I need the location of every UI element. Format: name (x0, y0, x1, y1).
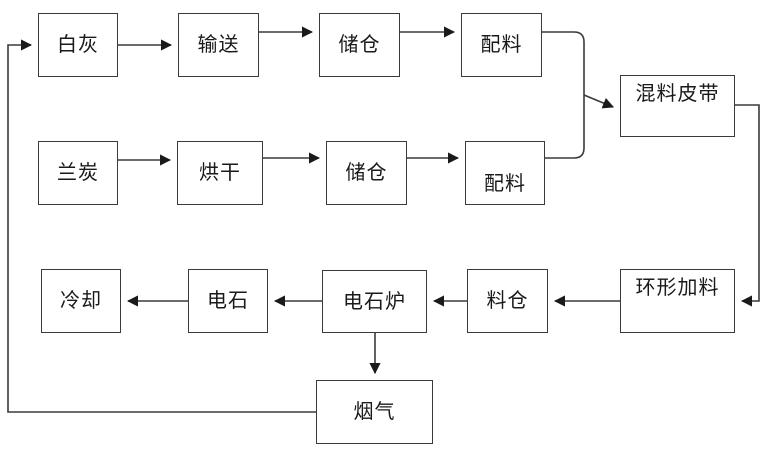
node-lengque[interactable]: 冷却 (41, 269, 121, 333)
node-label-huanxingjialiao: 环形加料 (635, 277, 720, 299)
node-label-chucang-top: 储仓 (338, 34, 381, 56)
node-shusong[interactable]: 输送 (178, 13, 259, 77)
node-label-lengque: 冷却 (60, 290, 102, 312)
node-liaocang[interactable]: 料仓 (467, 269, 548, 333)
node-dianshilu[interactable]: 电石炉 (322, 270, 427, 333)
node-label-lantan: 兰炭 (57, 162, 99, 184)
edge-peiliao2-merge (545, 95, 585, 159)
node-lantan[interactable]: 兰炭 (38, 141, 118, 205)
edge-hunliaopidai-huanxingjialiao (735, 104, 760, 307)
node-baihui[interactable]: 白灰 (38, 13, 118, 77)
node-label-honggan: 烘干 (199, 162, 241, 184)
node-peiliao-top[interactable]: 配料 (461, 13, 542, 77)
node-chucang-bottom[interactable]: 储仓 (326, 141, 407, 205)
node-label-shusong: 输送 (197, 34, 240, 56)
node-label-hunliaopidai: 混料皮带 (635, 83, 720, 105)
node-huanxingjialiao[interactable]: 环形加料 (620, 269, 735, 333)
node-label-liaocang: 料仓 (486, 290, 529, 312)
node-chucang-top[interactable]: 储仓 (319, 13, 400, 77)
node-label-yanqi: 烟气 (353, 401, 396, 423)
node-label-dianshi: 电石 (207, 290, 249, 312)
node-yanqi[interactable]: 烟气 (316, 380, 433, 444)
edge-yanqi-feedback (7, 39, 316, 413)
node-label-dianshilu: 电石炉 (343, 290, 406, 313)
node-label-baihui: 白灰 (57, 34, 99, 56)
node-label-chucang-bottom: 储仓 (345, 162, 388, 184)
node-label-peiliao-bottom: 配料 (484, 173, 526, 195)
edge-merge-hunliaopidai (583, 94, 615, 109)
node-peiliao-bottom[interactable]: 配料 (465, 141, 545, 205)
node-label-peiliao-top: 配料 (480, 34, 523, 56)
node-honggan[interactable]: 烘干 (177, 141, 263, 205)
node-dianshi[interactable]: 电石 (188, 269, 268, 333)
node-hunliaopidai[interactable]: 混料皮带 (620, 75, 735, 137)
edge-peiliao1-merge (542, 31, 585, 95)
